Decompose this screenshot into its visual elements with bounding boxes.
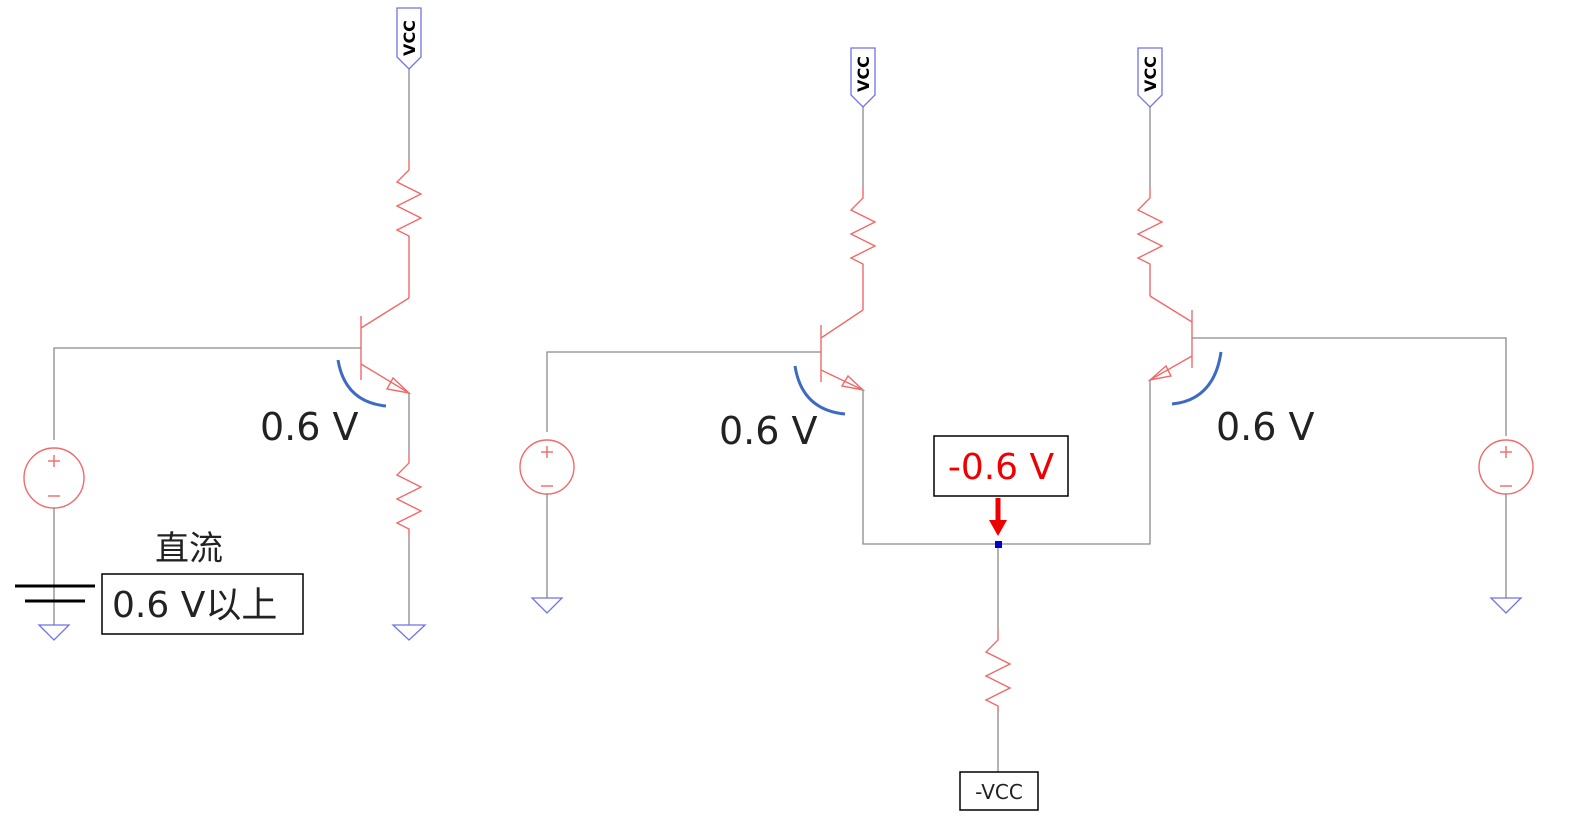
vcc-label-left: VCC — [400, 20, 419, 56]
ground-symbol — [391, 624, 427, 641]
collector-resistor-q2 — [1136, 188, 1164, 296]
dc-value-box — [101, 573, 304, 635]
vbe-label-left: 0.6 V — [260, 405, 359, 449]
left-circuit: VCC — [15, 7, 427, 641]
node-arrow — [989, 498, 1007, 536]
neg-vcc-label: -VCC — [975, 780, 1023, 804]
npn-transistor-left — [360, 297, 412, 395]
emitter-resistor-left — [395, 453, 423, 535]
differential-pair-circuit: VCC 0.6 V VCC — [519, 47, 1534, 811]
dc-value-label: 0.6 V以上 — [112, 585, 277, 626]
ground-symbol — [530, 597, 564, 614]
vcc-port-mid: VCC — [850, 47, 876, 108]
collector-resistor-left — [395, 160, 423, 298]
vcc-port-left: VCC — [396, 7, 422, 70]
vcc-port-right: VCC — [1137, 47, 1163, 108]
npn-transistor-q1 — [820, 309, 866, 392]
dc-voltage-source-left — [23, 447, 85, 509]
vbe-label-q2: 0.6 V — [1216, 405, 1315, 449]
vbe-arc-q1 — [793, 365, 846, 416]
npn-transistor-q2 — [1147, 295, 1193, 382]
node-voltage-box — [933, 435, 1069, 497]
ground-symbol — [37, 624, 71, 641]
tail-resistor — [984, 630, 1012, 712]
vcc-label-right: VCC — [1141, 56, 1160, 92]
vbe-label-q1: 0.6 V — [719, 409, 818, 453]
vcc-label-mid: VCC — [854, 56, 873, 92]
dc-voltage-source-q1 — [519, 439, 575, 495]
node-voltage-label: -0.6 V — [948, 447, 1055, 488]
vbe-arc-q2 — [1171, 351, 1223, 406]
dc-voltage-source-q2 — [1478, 439, 1534, 495]
collector-resistor-q1 — [849, 188, 877, 310]
common-emitter-node — [995, 541, 1002, 548]
battery-symbol — [15, 584, 95, 603]
dc-caption: 直流 — [155, 529, 223, 569]
vbe-arc-left — [336, 359, 387, 408]
neg-vcc-box — [959, 771, 1039, 811]
ground-symbol — [1489, 597, 1523, 614]
